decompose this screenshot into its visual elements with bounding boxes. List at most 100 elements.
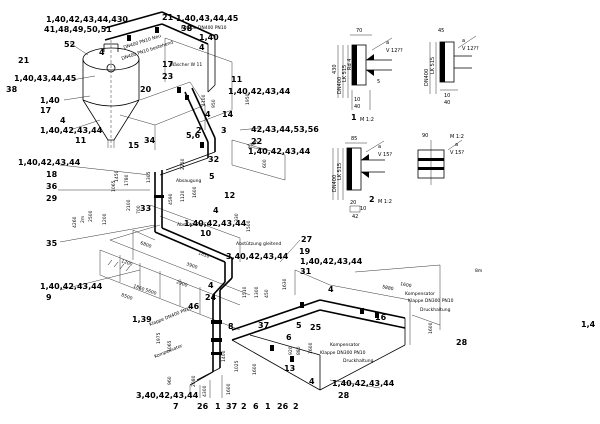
callout: 35 — [46, 239, 58, 248]
callout: 15 — [128, 141, 140, 150]
svg-text:2m: 2m — [80, 216, 86, 223]
callout: 27 — [301, 235, 312, 244]
svg-text:Klappe DN300 PN10: Klappe DN300 PN10 — [408, 298, 454, 304]
callout: 46 — [188, 302, 200, 311]
svg-text:450: 450 — [264, 289, 270, 298]
svg-text:1510: 1510 — [242, 286, 248, 298]
callout: 1 — [265, 402, 271, 411]
callout: 52 — [64, 40, 75, 49]
svg-text:1065: 1065 — [167, 340, 173, 352]
callout: 21 — [18, 56, 30, 65]
callout: 11 — [75, 136, 87, 145]
floor-supports — [99, 204, 251, 331]
position-callouts: 1,40,42,43,44,430 41,48,49,50,51 21 1,40… — [6, 13, 596, 411]
svg-text:950: 950 — [211, 99, 217, 108]
callout: 23 — [162, 72, 173, 81]
svg-text:LK 515: LK 515 — [342, 65, 348, 82]
callout: 11 — [231, 75, 243, 84]
svg-text:1120: 1120 — [180, 190, 186, 202]
callout: 8 — [228, 322, 234, 331]
callout: 34 — [144, 136, 156, 145]
svg-text:Klappe DN400 PN10: Klappe DN400 PN10 — [181, 25, 227, 31]
callout: 1,40,42,43,44 — [184, 219, 247, 228]
callout: 4 — [309, 377, 315, 386]
callout: 14 — [222, 110, 234, 119]
svg-text:DN400: DN400 — [424, 69, 430, 86]
callout: 6 — [286, 333, 292, 342]
callout: 4 — [99, 48, 105, 57]
svg-text:2100: 2100 — [126, 199, 132, 211]
svg-text:Abstützung gleitend: Abstützung gleitend — [236, 241, 282, 247]
svg-text:M 1:2: M 1:2 — [360, 117, 374, 123]
svg-text:10: 10 — [360, 206, 366, 212]
leader-lines — [58, 42, 441, 389]
svg-text:1850: 1850 — [197, 250, 210, 260]
main-riser-duct — [132, 87, 233, 263]
callout: 17 — [40, 106, 51, 115]
callout: 4 — [205, 110, 211, 119]
svg-text:42: 42 — [352, 214, 358, 220]
callout: 1,40,42,43,44 — [248, 147, 311, 156]
svg-text:1860: 1860 — [132, 283, 145, 293]
svg-text:1305: 1305 — [146, 171, 152, 183]
callout: 1,40,42,43,44 — [228, 87, 291, 96]
svg-text:a: a — [462, 38, 465, 44]
callout: 1,40,42,43,44 — [40, 282, 103, 291]
svg-text:Abstützung FL: Abstützung FL — [177, 222, 210, 228]
svg-text:1780: 1780 — [124, 174, 130, 186]
svg-text:Druckhaltung: Druckhaltung — [420, 307, 451, 313]
svg-text:8500: 8500 — [120, 292, 133, 302]
svg-text:3300: 3300 — [246, 139, 259, 149]
detail-2: 85 DN400 LK 515 a V 15? 20 10 42 2 M 1:2… — [332, 133, 464, 220]
svg-text:1025: 1025 — [234, 360, 240, 372]
callout: 20 — [140, 85, 152, 94]
svg-text:330: 330 — [234, 213, 240, 222]
detail-1-label: 1 — [351, 113, 357, 122]
callout: 1,39 — [132, 315, 152, 324]
callout: 32 — [208, 155, 219, 164]
callout: 2 — [196, 126, 202, 135]
svg-text:5880: 5880 — [382, 284, 395, 292]
callout: 38 — [6, 85, 18, 94]
callout: 10 — [200, 229, 212, 238]
callout: 29 — [46, 194, 58, 203]
svg-text:8m: 8m — [475, 268, 482, 274]
svg-text:1600: 1600 — [400, 281, 413, 289]
callout: 4 — [213, 206, 219, 215]
svg-text:960: 960 — [167, 376, 173, 385]
right-duct-run — [231, 264, 441, 391]
svg-text:1400: 1400 — [221, 350, 227, 362]
callout: 38 — [181, 24, 193, 33]
callout: 41,48,49,50,51 — [44, 25, 112, 34]
callout: 25 — [310, 323, 322, 332]
callout: 1,40,42,43,44 — [300, 257, 363, 266]
svg-text:1600: 1600 — [226, 383, 232, 395]
callout: 37 — [226, 402, 237, 411]
svg-text:1975: 1975 — [156, 332, 162, 344]
callout: 1,40 — [199, 33, 219, 42]
svg-text:a: a — [455, 142, 458, 148]
detail-2-label: 2 — [369, 195, 375, 204]
svg-text:DN400: DN400 — [332, 175, 338, 192]
svg-text:700: 700 — [136, 205, 142, 214]
svg-text:2250: 2250 — [180, 158, 186, 170]
floor-hatch — [107, 259, 131, 272]
svg-text:1065: 1065 — [111, 180, 117, 192]
svg-text:1600: 1600 — [308, 342, 314, 354]
svg-text:10: 10 — [444, 93, 450, 99]
svg-text:Wäscher W 11: Wäscher W 11 — [170, 62, 202, 68]
svg-text:Absaugung: Absaugung — [176, 178, 201, 184]
callout: 2 — [241, 402, 247, 411]
svg-text:LK 515: LK 515 — [430, 57, 436, 74]
callout: 12 — [224, 191, 235, 200]
svg-text:1450: 1450 — [114, 170, 120, 182]
callout: 28 — [338, 391, 350, 400]
svg-text:1600: 1600 — [428, 322, 434, 334]
callout: 3,40,42,43,44 — [136, 391, 199, 400]
callout: 1,40 — [40, 96, 60, 105]
svg-text:a: a — [386, 40, 389, 46]
callout: 5 — [296, 321, 302, 330]
svg-text:Rd 4: Rd 4 — [347, 59, 353, 70]
svg-text:1950: 1950 — [245, 93, 251, 105]
svg-text:DN400: DN400 — [337, 77, 343, 94]
